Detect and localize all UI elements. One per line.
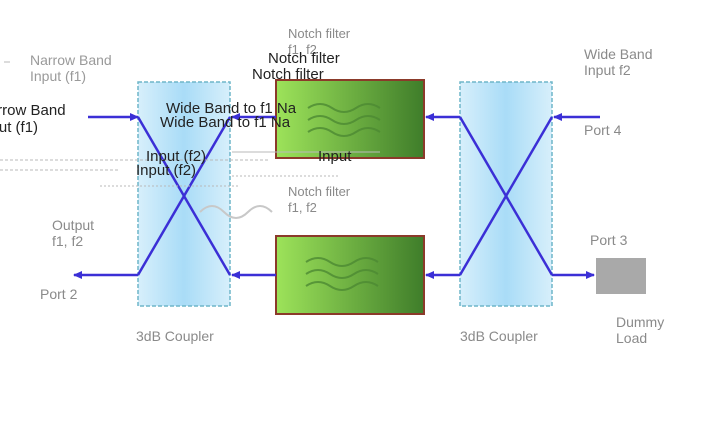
label-notch-filter-top: Notch filter f1, f2: [288, 26, 351, 57]
ghost-sine-icon: [199, 205, 273, 219]
label-notch-filter-echo: Notch filter: [252, 66, 324, 83]
filter-top: [275, 79, 425, 159]
label-port-3: Port 3: [590, 232, 628, 248]
ghost-leader-lines: [0, 61, 380, 187]
label-narrow-band-input: Narrow Band Input (f1): [30, 52, 112, 84]
label-port-2: Port 2: [40, 286, 78, 302]
label-coupler-left: 3dB Coupler: [136, 328, 214, 344]
label-output: Output f1, f2: [52, 217, 95, 249]
label-wide-band-to-f1: Wide Band to f1 Na: [166, 100, 297, 117]
label-notch-filter: Notch filter: [268, 50, 340, 67]
label-coupler-right: 3dB Coupler: [460, 328, 538, 344]
label-wide-band-input: Wide Band Input f2: [584, 46, 653, 78]
filter-top-wave-icon: [307, 103, 381, 137]
label-wide-band-to-f1-echo: Wide Band to f1 Na: [160, 114, 291, 131]
label-port-4: Port 4: [584, 122, 622, 138]
coupler-left-crossing-lines: [136, 116, 232, 276]
label-input-f2-echo: Input (f2): [136, 162, 197, 179]
filter-bottom: [275, 235, 425, 315]
label-input-word: Input: [318, 148, 352, 165]
dummy-load-block: [596, 258, 646, 294]
label-narrow-band-echo: Narrow Band Input (f1): [0, 102, 66, 136]
label-notch-filter-bottom: Notch filter f1, f2: [288, 184, 351, 215]
filter-bottom-wave-icon: [305, 257, 379, 291]
label-dummy-load: Dummy Load: [616, 314, 665, 346]
coupler-right-crossing-lines: [458, 116, 554, 276]
label-input-f2: Input (f2): [146, 148, 207, 165]
